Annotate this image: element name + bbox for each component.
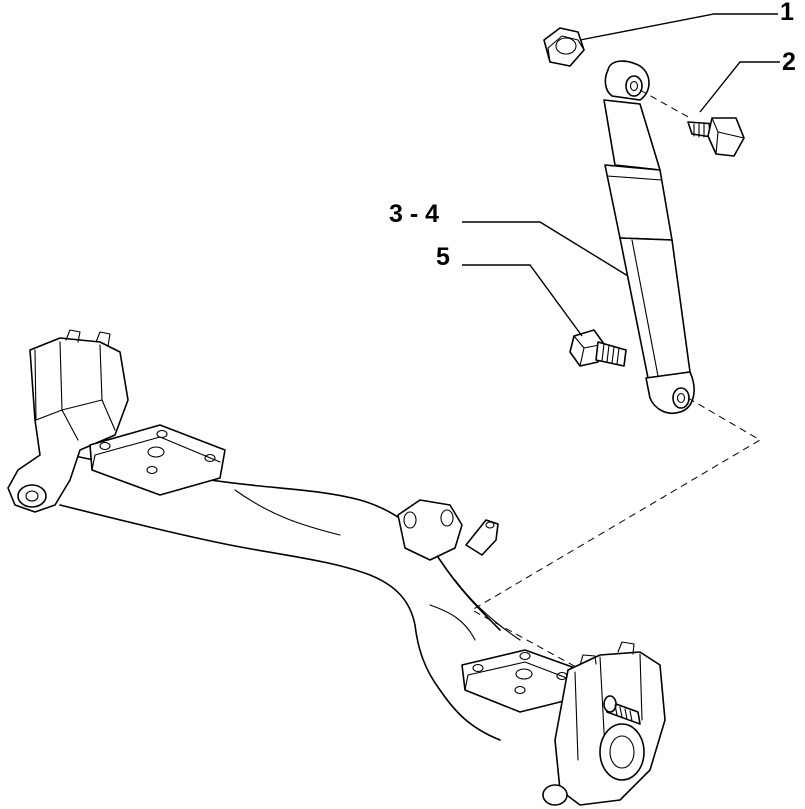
callout-1-label: 1 — [780, 0, 794, 26]
rear-axle-beam — [7, 329, 666, 806]
assembly-guide-lines — [470, 89, 761, 669]
callout-3-4-label: 3 - 4 — [389, 200, 439, 228]
nut — [543, 27, 585, 67]
callout-5-label: 5 — [436, 243, 450, 271]
callout-leaders — [462, 13, 780, 337]
upper-bolt — [687, 117, 745, 157]
callout-2-label: 2 — [782, 48, 796, 76]
lower-bolt — [569, 329, 627, 367]
shock-absorber — [603, 60, 695, 414]
